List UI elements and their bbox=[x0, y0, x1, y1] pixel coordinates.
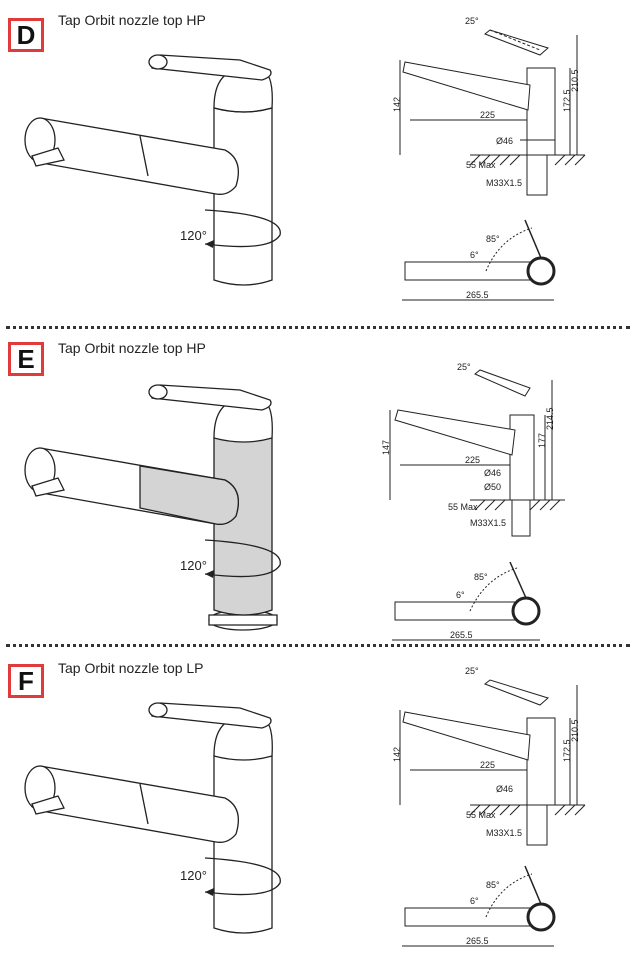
large-angle-label: 85° bbox=[486, 880, 500, 890]
thread-label: M33X1.5 bbox=[470, 518, 506, 528]
dim1-label: 172.5 bbox=[562, 739, 572, 762]
length-label: 265.5 bbox=[450, 630, 473, 640]
side-dimension-drawing: 25° 147 225 177 214.5 Ø46 Ø50 55 Max M33… bbox=[381, 362, 565, 537]
diameter-label: Ø46 bbox=[496, 784, 513, 794]
small-angle-label: 6° bbox=[470, 896, 479, 906]
rotation-label: 120° bbox=[180, 558, 207, 573]
section-letter-badge: E bbox=[8, 342, 44, 376]
section-e: E Tap Orbit nozzle top HP 120° bbox=[0, 330, 635, 641]
rotation-label: 120° bbox=[180, 228, 207, 243]
angle-label: 25° bbox=[465, 666, 479, 676]
section-title: Tap Orbit nozzle top LP bbox=[58, 660, 204, 676]
section-title: Tap Orbit nozzle top HP bbox=[58, 12, 206, 28]
dim2-label: 210.5 bbox=[570, 69, 580, 92]
max-label: 55 Max bbox=[448, 502, 478, 512]
top-dimension-drawing: 6° 85° 265.5 bbox=[402, 219, 556, 301]
side-dimension-drawing: 25° 142 225 172.5 210.5 Ø46 55 Max M33X1… bbox=[392, 16, 586, 196]
large-angle-label: 85° bbox=[486, 234, 500, 244]
length-label: 265.5 bbox=[466, 290, 489, 300]
dim1-label: 172.5 bbox=[562, 89, 572, 112]
dim2-label: 210.5 bbox=[570, 719, 580, 742]
section-f: F Tap Orbit nozzle top LP 120° bbox=[0, 648, 635, 965]
reach-label: 225 bbox=[465, 455, 480, 465]
thread-label: M33X1.5 bbox=[486, 828, 522, 838]
diameter-label: Ø46 bbox=[484, 468, 501, 478]
top-dimension-drawing: 6° 85° 265.5 bbox=[392, 561, 541, 641]
max-label: 55 Max bbox=[466, 810, 496, 820]
section-title: Tap Orbit nozzle top HP bbox=[58, 340, 206, 356]
reach-label: 225 bbox=[480, 110, 495, 120]
side-dimension-drawing: 25° 142 225 172.5 210.5 Ø46 55 Max M33X1… bbox=[392, 666, 586, 846]
height-label: 147 bbox=[381, 440, 391, 455]
tap-perspective-drawing: 120° bbox=[24, 54, 281, 286]
tap-perspective-drawing: 120° bbox=[24, 384, 281, 631]
diameter-label: Ø46 bbox=[496, 136, 513, 146]
angle-label: 25° bbox=[457, 362, 471, 372]
section-d: D Tap Orbit nozzle top HP 120° bbox=[0, 0, 635, 320]
reach-label: 225 bbox=[480, 760, 495, 770]
max-label: 55 Max bbox=[466, 160, 496, 170]
small-angle-label: 6° bbox=[470, 250, 479, 260]
angle-label: 25° bbox=[465, 16, 479, 26]
diameter-2-label: Ø50 bbox=[484, 482, 501, 492]
top-dimension-drawing: 6° 85° 265.5 bbox=[402, 865, 556, 947]
large-angle-label: 85° bbox=[474, 572, 488, 582]
length-label: 265.5 bbox=[466, 936, 489, 946]
divider bbox=[6, 326, 630, 329]
section-letter-badge: D bbox=[8, 18, 44, 52]
height-label: 142 bbox=[392, 97, 402, 112]
dim2-label: 214.5 bbox=[545, 407, 555, 430]
rotation-label: 120° bbox=[180, 868, 207, 883]
small-angle-label: 6° bbox=[456, 590, 465, 600]
thread-label: M33X1.5 bbox=[486, 178, 522, 188]
dim1-label: 177 bbox=[537, 433, 547, 448]
tap-perspective-drawing: 120° bbox=[24, 702, 281, 934]
divider bbox=[6, 644, 630, 647]
section-letter-badge: F bbox=[8, 664, 44, 698]
height-label: 142 bbox=[392, 747, 402, 762]
